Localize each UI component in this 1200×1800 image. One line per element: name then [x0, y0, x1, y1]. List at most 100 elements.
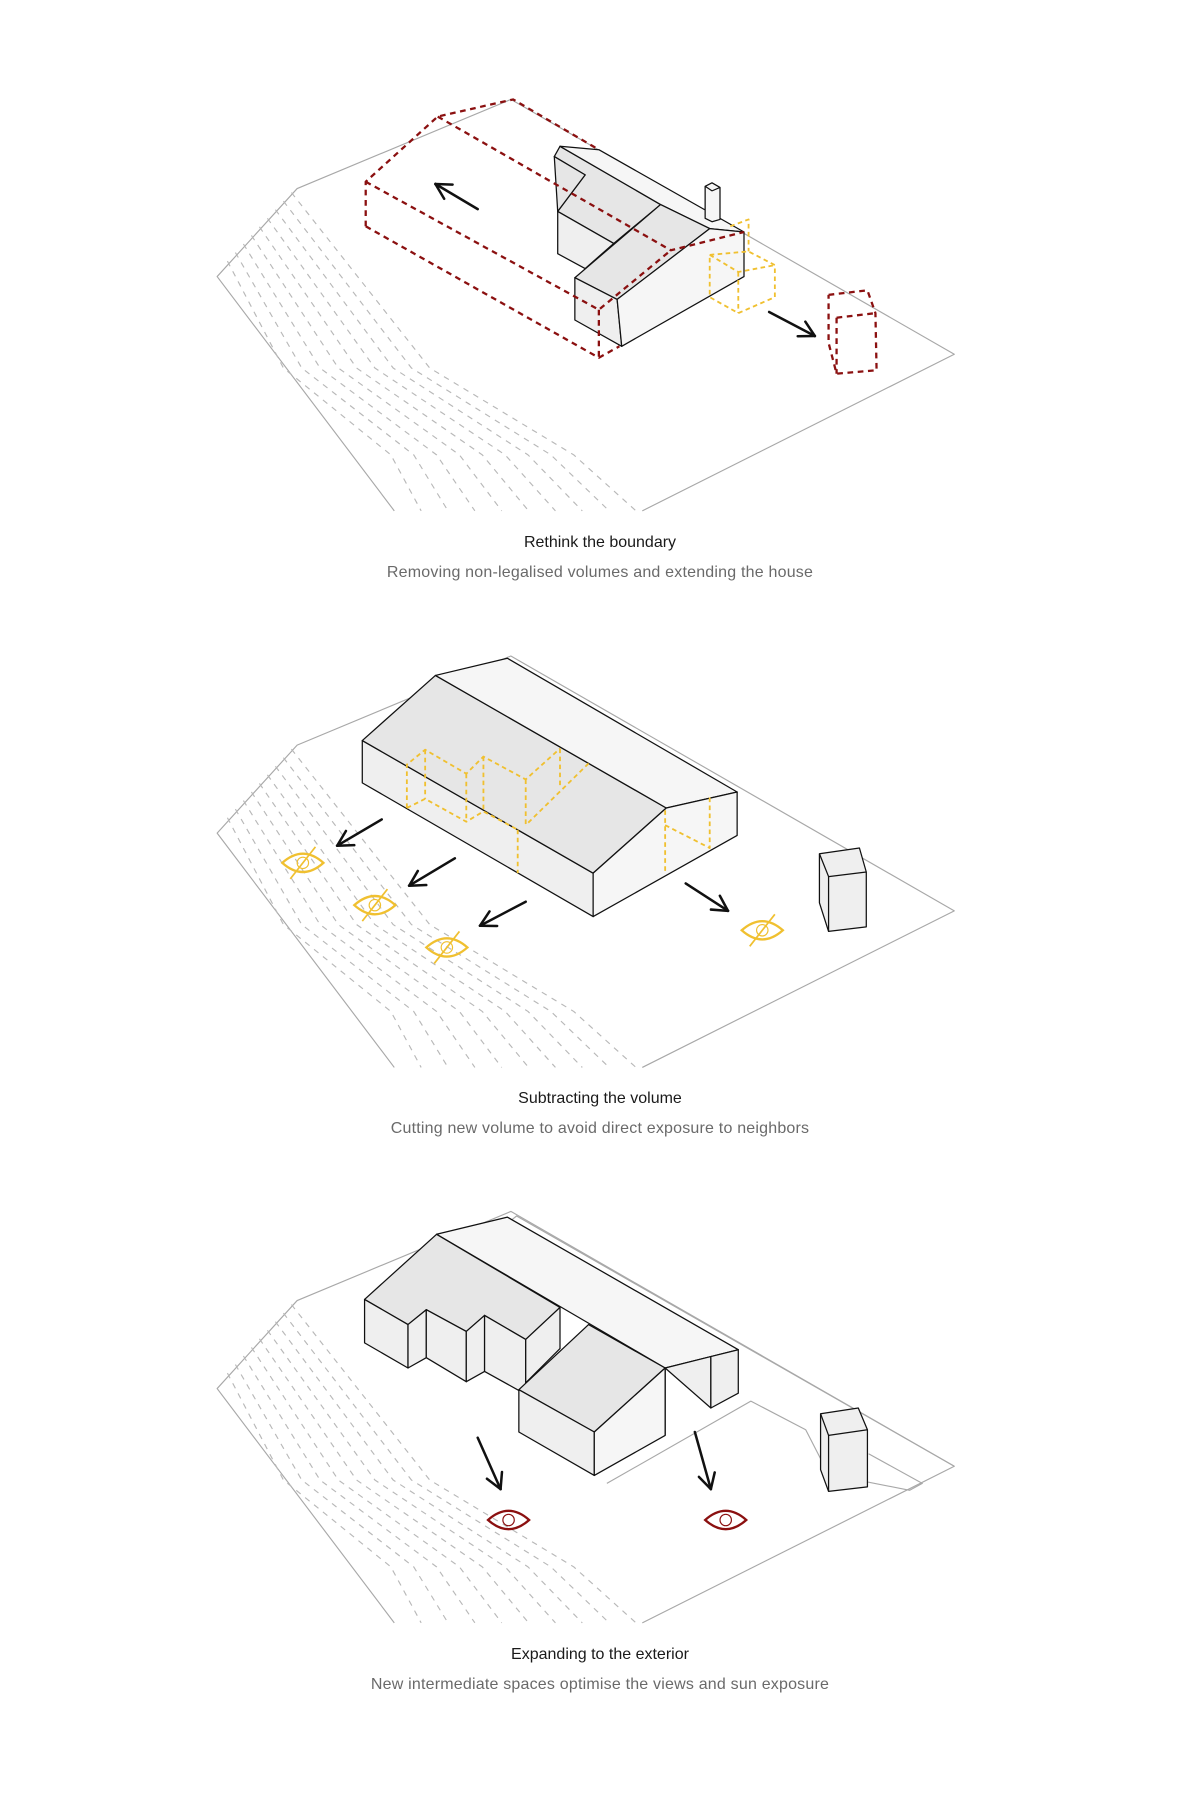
arrow-head	[804, 320, 817, 338]
extension-volume-edge	[729, 218, 750, 252]
terrain-contour	[282, 1312, 610, 1624]
arrow-shaft	[335, 818, 383, 847]
view-eye-icon	[703, 1509, 749, 1531]
chimney-top	[704, 185, 721, 192]
eye-outline	[703, 1509, 749, 1531]
shed	[819, 1407, 869, 1493]
site-boundary	[216, 98, 955, 512]
site-back-line	[510, 1215, 955, 1467]
eye-slash	[289, 846, 317, 880]
terrain-contour	[226, 260, 422, 512]
terrain-contour	[282, 757, 610, 1068]
arrow-head	[499, 1470, 504, 1491]
wing-gable-end	[593, 1367, 666, 1477]
terrain-contour	[274, 1321, 583, 1624]
panel-2-title: Subtracting the volume	[518, 1090, 682, 1107]
view-eye-icon	[486, 1509, 531, 1531]
terrain-contour	[226, 817, 422, 1068]
removed-volume-edge	[365, 225, 620, 359]
blocked-view-icon	[280, 846, 326, 880]
eye-outline	[739, 920, 785, 941]
site-boundary	[216, 1210, 955, 1624]
chimney	[704, 182, 721, 223]
eye-pupil	[296, 856, 310, 870]
arrow-shaft	[434, 182, 479, 211]
eye-pupil	[502, 1513, 515, 1527]
panel-3-title: Expanding to the exterior	[511, 1646, 689, 1663]
arrow-head	[434, 182, 454, 186]
terrain-contour	[250, 1347, 503, 1624]
arrow-shaft	[476, 1436, 502, 1491]
arrow-extend-north	[434, 182, 479, 211]
panel-2-subtitle: Cutting new volume to avoid direct expos…	[390, 1120, 810, 1137]
terrain-contour	[274, 209, 583, 512]
terrain-contour	[266, 217, 556, 512]
panel-1-subtitle: Removing non-legalised volumes and exten…	[386, 564, 814, 581]
eye-outline	[352, 894, 398, 916]
house-gable-end	[616, 227, 745, 347]
blocked-view-icon	[352, 888, 398, 922]
arrow-view-4	[684, 882, 730, 913]
site-boundary	[216, 655, 955, 1068]
removed-volume-outline	[364, 98, 600, 227]
eye-pupil	[719, 1513, 732, 1527]
arrow-view-3	[478, 900, 527, 928]
panel-1-rethink-boundary	[216, 98, 955, 512]
terrain-contour	[250, 235, 503, 512]
arrow-shaft	[478, 900, 527, 927]
arrow-head	[335, 829, 348, 847]
eye-slash	[749, 913, 776, 947]
terrain-contour	[282, 200, 610, 512]
arrow-head	[407, 869, 420, 887]
terrain-contour	[242, 243, 476, 512]
arrow-head	[478, 910, 491, 927]
terrain-contour	[234, 1364, 449, 1624]
arrow-view-1	[335, 818, 383, 847]
terrain-contour	[258, 1338, 530, 1624]
eye-outline	[424, 937, 470, 958]
eye-slash	[361, 888, 389, 922]
panel-1-title: Rethink the boundary	[523, 534, 677, 551]
arrow-head	[697, 1475, 713, 1491]
terrain-contour	[266, 1329, 556, 1624]
eye-pupil	[368, 898, 382, 912]
terrain-contour	[226, 1372, 422, 1624]
arrow-shaft	[684, 882, 730, 913]
shed	[818, 847, 867, 933]
arrow-head	[709, 1471, 716, 1491]
eye-pupil	[440, 941, 454, 954]
eye-slash	[433, 930, 461, 964]
subtracted-volume-bottom	[406, 797, 519, 831]
arrow-remove-shed	[767, 310, 817, 338]
blocked-view-icon	[424, 930, 470, 964]
terrain-contour	[266, 774, 556, 1068]
arrow-view-2	[693, 1430, 716, 1491]
removed-shed-edge	[836, 312, 876, 319]
terrain-contour	[274, 765, 583, 1068]
terrain-contour	[234, 808, 449, 1068]
subtracted-volume-edge	[525, 762, 590, 826]
terrain-contour	[242, 1355, 476, 1624]
arrow-shaft	[767, 310, 817, 338]
arrow-head	[485, 1477, 502, 1491]
arrow-shaft	[407, 857, 457, 887]
house-gable-end	[710, 1349, 739, 1409]
arrow-view-1	[476, 1436, 504, 1491]
arrow-head	[407, 883, 428, 887]
subtracted-volume-edge	[664, 796, 711, 849]
arrow-head	[335, 843, 356, 847]
terrain-contour	[250, 791, 503, 1068]
eye-outline	[486, 1509, 531, 1531]
removed-volume-edge	[437, 115, 745, 252]
panel-2-subtracting-volume	[216, 655, 955, 1068]
panel-3-subtitle: New intermediate spaces optimise the vie…	[370, 1676, 830, 1693]
house-wall-segment	[525, 1306, 561, 1384]
arrow-head	[718, 894, 730, 913]
terrain-contour	[242, 800, 476, 1068]
arrow-head	[434, 182, 446, 201]
eye-outline	[280, 852, 326, 874]
terrain-contour	[234, 252, 449, 512]
arrow-head	[709, 908, 730, 913]
arrow-shaft	[693, 1430, 713, 1491]
